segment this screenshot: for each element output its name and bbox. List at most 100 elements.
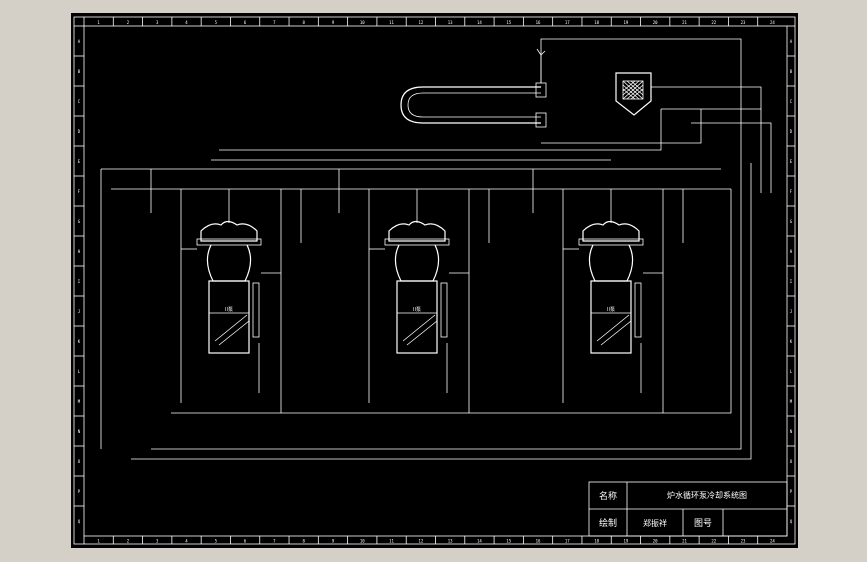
ruler-top-10: 10 xyxy=(360,20,365,25)
ruler-top-12: 12 xyxy=(418,20,423,25)
ruler-top-14: 14 xyxy=(477,20,482,25)
ruler-bottom-8: 8 xyxy=(302,539,305,544)
ruler-bottom-18: 18 xyxy=(594,539,599,544)
ruler-left-O: O xyxy=(78,459,81,464)
ruler-left-N: N xyxy=(78,429,81,434)
title-number-label: 图号 xyxy=(694,518,712,529)
pump-unit-3: II泵 xyxy=(532,169,684,413)
ruler-bottom-5: 5 xyxy=(215,539,218,544)
ruler-right-J: J xyxy=(790,309,792,314)
ruler-top-16: 16 xyxy=(536,20,541,25)
ruler-left-J: J xyxy=(78,309,80,314)
ruler-bottom-4: 4 xyxy=(185,539,188,544)
ruler-right-A: A xyxy=(790,39,793,44)
ruler-bottom-11: 11 xyxy=(389,539,394,544)
ruler-bottom-16: 16 xyxy=(536,539,541,544)
pump-label: II泵 xyxy=(225,307,233,313)
ruler-bottom-6: 6 xyxy=(244,539,247,544)
ruler-right-G: G xyxy=(790,219,793,224)
ruler-bottom-3: 3 xyxy=(156,539,159,544)
ruler-left-K: K xyxy=(78,339,81,344)
ruler-top-23: 23 xyxy=(741,20,746,25)
ruler-left-P: P xyxy=(78,489,81,494)
ruler-top-15: 15 xyxy=(506,20,511,25)
right-ruler: A B C D E F G H I J K L M N O P Q xyxy=(787,25,795,524)
cooling-water-headers xyxy=(100,38,772,460)
ruler-top-11: 11 xyxy=(389,20,394,25)
ruler-left-D: D xyxy=(78,129,81,134)
ruler-top-24: 24 xyxy=(770,20,775,25)
title-draw-label: 绘制 xyxy=(599,517,617,529)
ruler-top-13: 13 xyxy=(448,20,453,25)
title-draw-value: 郑振祥 xyxy=(643,518,667,528)
pump-units: II泵 II泵 II泵 xyxy=(150,169,684,413)
ruler-bottom-12: 12 xyxy=(418,539,423,544)
ruler-right-Q: Q xyxy=(790,519,793,524)
pump-label: II泵 xyxy=(607,307,615,313)
ruler-top-1: 1 xyxy=(97,20,100,25)
ruler-top-6: 6 xyxy=(244,20,247,25)
ruler-right-P: P xyxy=(790,489,793,494)
ruler-top-21: 21 xyxy=(682,20,687,25)
separator-tank xyxy=(615,72,652,116)
ruler-bottom-24: 24 xyxy=(770,539,775,544)
ruler-top-20: 20 xyxy=(653,20,658,25)
ruler-top-17: 17 xyxy=(565,20,570,25)
title-name-value: 炉水循环泵冷却系统图 xyxy=(667,490,747,500)
pump-unit-1: II泵 xyxy=(150,169,302,413)
ruler-top-3: 3 xyxy=(156,20,159,25)
steam-drum xyxy=(400,48,547,128)
ruler-top-19: 19 xyxy=(623,20,628,25)
ruler-right-O: O xyxy=(790,459,793,464)
ruler-bottom-9: 9 xyxy=(332,539,335,544)
ruler-top-7: 7 xyxy=(273,20,276,25)
pump-label: II泵 xyxy=(413,307,421,313)
ruler-right-D: D xyxy=(790,129,793,134)
pump-unit-2: II泵 xyxy=(338,169,490,413)
title-block: 名称 炉水循环泵冷却系统图 绘制 郑振祥 图号 xyxy=(588,481,788,537)
ruler-left-B: B xyxy=(78,69,81,74)
ruler-top-5: 5 xyxy=(215,20,218,25)
ruler-right-M: M xyxy=(790,399,793,404)
ruler-right-H: H xyxy=(790,249,793,254)
ruler-left-F: F xyxy=(78,189,81,194)
ruler-right-C: C xyxy=(790,99,793,104)
ruler-left-E: E xyxy=(78,159,81,164)
title-name-label: 名称 xyxy=(599,490,617,502)
ruler-left-L: L xyxy=(78,369,81,374)
ruler-bottom-7: 7 xyxy=(273,539,276,544)
ruler-left-M: M xyxy=(78,399,81,404)
ruler-bottom-21: 21 xyxy=(682,539,687,544)
ruler-right-E: E xyxy=(790,159,793,164)
ruler-bottom-2: 2 xyxy=(127,539,130,544)
ruler-left-G: G xyxy=(78,219,81,224)
ruler-bottom-10: 10 xyxy=(360,539,365,544)
ruler-bottom-19: 19 xyxy=(623,539,628,544)
ruler-top-4: 4 xyxy=(185,20,188,25)
ruler-right-L: L xyxy=(790,369,793,374)
ruler-top-22: 22 xyxy=(711,20,716,25)
ruler-top-18: 18 xyxy=(594,20,599,25)
ruler-bottom-17: 17 xyxy=(565,539,570,544)
ruler-bottom-13: 13 xyxy=(448,539,453,544)
ruler-top-9: 9 xyxy=(332,20,335,25)
ruler-bottom-23: 23 xyxy=(741,539,746,544)
ruler-right-N: N xyxy=(790,429,793,434)
ruler-bottom-15: 15 xyxy=(506,539,511,544)
ruler-right-B: B xyxy=(790,69,793,74)
ruler-left-C: C xyxy=(78,99,81,104)
ruler-left-Q: Q xyxy=(78,519,81,524)
ruler-left-H: H xyxy=(78,249,81,254)
ruler-right-I: I xyxy=(790,279,793,284)
ruler-top-2: 2 xyxy=(127,20,130,25)
ruler-right-K: K xyxy=(790,339,793,344)
outer-border xyxy=(73,16,796,545)
ruler-bottom-14: 14 xyxy=(477,539,482,544)
ruler-right-F: F xyxy=(790,189,793,194)
ruler-bottom-1: 1 xyxy=(97,539,100,544)
